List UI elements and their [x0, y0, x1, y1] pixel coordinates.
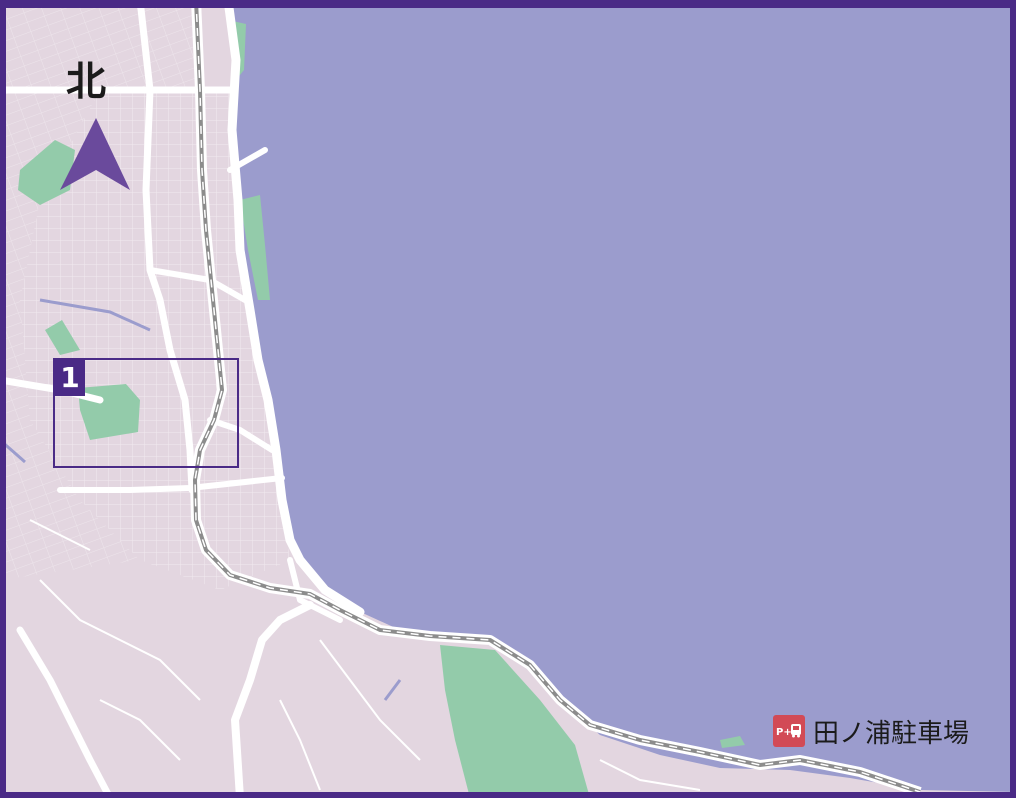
area-1-frame[interactable]: 1 — [53, 358, 239, 468]
map-frame-top — [0, 0, 1016, 8]
north-label: 北 — [66, 59, 106, 105]
river — [383, 679, 402, 701]
street-grid — [20, 90, 290, 590]
north-arrow-icon — [60, 118, 130, 190]
river — [39, 298, 151, 332]
park-area — [720, 736, 745, 748]
parking-marker[interactable]: P+ 田ノ浦駐車場 — [773, 714, 970, 749]
park-icon-text: P+ — [776, 727, 792, 738]
railway — [190, 0, 922, 797]
area-number-badge: 1 — [55, 360, 85, 396]
parking-label: 田ノ浦駐車場 — [813, 718, 970, 749]
north-indicator: 北 — [60, 60, 132, 200]
minor-roads — [29, 519, 701, 791]
park-and-ride-bus-icon: P+ — [773, 715, 805, 747]
park-area — [240, 195, 270, 300]
park-area — [440, 645, 590, 798]
park-area — [45, 320, 80, 355]
